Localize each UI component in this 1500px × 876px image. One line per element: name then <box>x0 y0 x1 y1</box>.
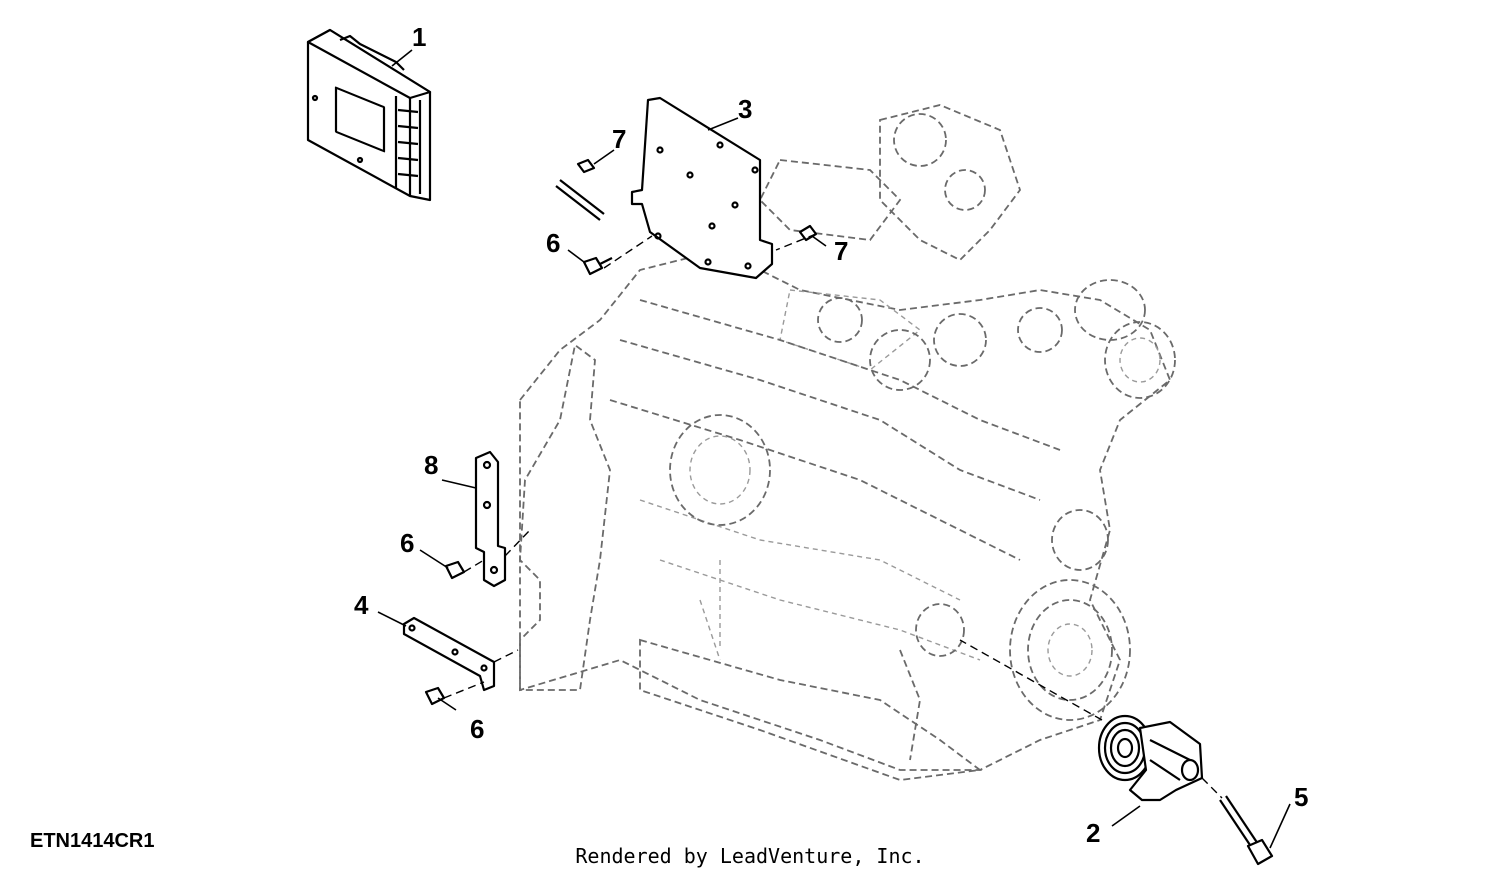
callout-labels: 1 3 7 6 7 8 6 4 6 2 5 <box>354 22 1308 848</box>
part-8-bracket <box>474 450 507 588</box>
callout-7-upper: 7 <box>612 124 626 154</box>
figure-code: ETN1414CR1 <box>30 830 155 852</box>
callout-4: 4 <box>354 590 369 620</box>
engine-ghost <box>519 104 1176 781</box>
callout-6-lower: 6 <box>470 714 484 744</box>
callout-1: 1 <box>412 22 426 52</box>
callout-2: 2 <box>1086 818 1100 848</box>
callout-6-middle: 6 <box>400 528 414 558</box>
part-2-tensioner <box>1097 714 1204 802</box>
callout-8: 8 <box>424 450 438 480</box>
callout-6-upper: 6 <box>546 228 560 258</box>
callout-5: 5 <box>1294 782 1308 812</box>
fasteners <box>424 158 818 706</box>
leader-lines <box>377 49 1291 849</box>
part-4-bracket <box>402 616 496 692</box>
part-1-ecu <box>306 28 432 202</box>
callout-7-right: 7 <box>834 236 848 266</box>
render-credit: Rendered by LeadVenture, Inc. <box>575 844 925 868</box>
part-5-bolt <box>1219 795 1274 866</box>
callout-3: 3 <box>738 94 752 124</box>
part-3-plate <box>630 96 774 280</box>
